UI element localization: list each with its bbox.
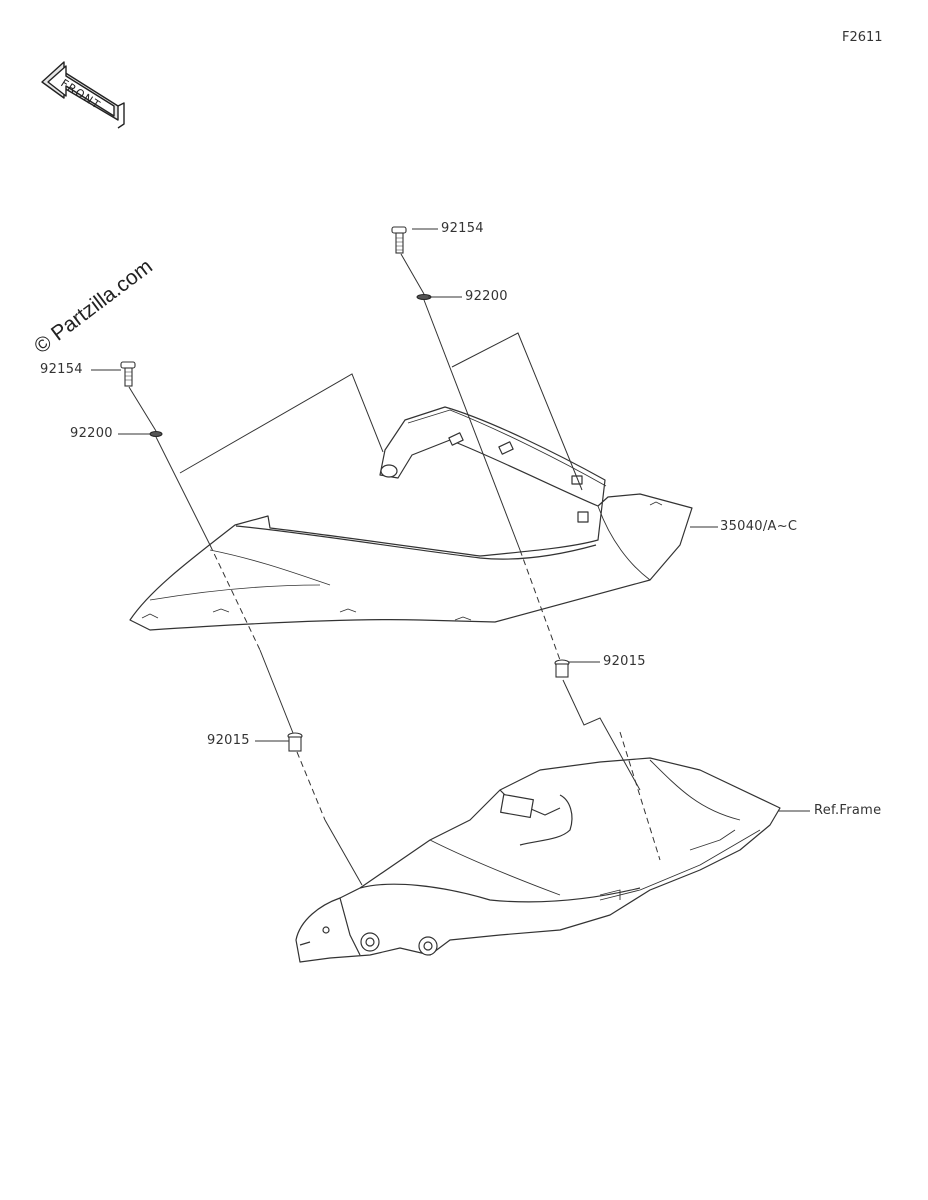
collar-icon: [554, 659, 570, 678]
frame-part: [295, 757, 781, 963]
washer-icon: [149, 431, 163, 437]
bolt-icon: [120, 361, 136, 387]
bolt-icon: [391, 226, 407, 254]
collar-icon: [287, 732, 303, 752]
part-label-frame: Ref.Frame: [814, 803, 882, 818]
figure-id: F2611: [842, 30, 883, 45]
assembly-lines: [91, 228, 810, 886]
part-label-seat-cover: 35040/A~C: [720, 519, 798, 534]
part-label-washer-left: 92200: [70, 426, 113, 441]
part-label-collar-right: 92015: [603, 654, 646, 669]
part-label-bolt-left: 92154: [40, 362, 83, 377]
front-arrow-icon: FRONT: [41, 61, 125, 129]
seat-cover-part: [129, 406, 693, 631]
part-label-washer-top: 92200: [465, 289, 508, 304]
part-label-collar-left: 92015: [207, 733, 250, 748]
part-label-bolt-top: 92154: [441, 221, 484, 236]
